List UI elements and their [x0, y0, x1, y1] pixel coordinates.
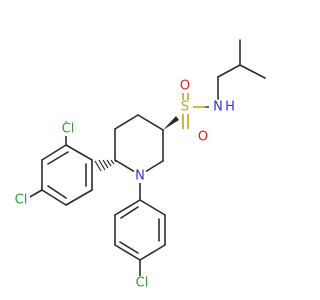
dichlorophenyl-ring — [41, 144, 93, 206]
atom-label-nh: N H — [211, 100, 237, 115]
atom-label-cl-left: Cl — [12, 193, 30, 208]
atom-label-cl-bottom: Cl — [132, 276, 150, 291]
atom-label-o-lower: O — [197, 130, 209, 145]
atom-label-o-upper: O — [179, 79, 191, 94]
atom-label-s: S — [179, 100, 191, 115]
molecule-diagram: Cl Cl Cl N S O O N H — [12, 39, 266, 291]
nh-n-text: N — [213, 100, 223, 115]
bond-c-cl-left — [27, 189, 43, 199]
n-ring-text: N — [135, 169, 145, 184]
cl-left-text: Cl — [15, 193, 28, 208]
nh-h-text: H — [225, 100, 235, 115]
cl-bottom-text: Cl — [136, 276, 149, 291]
cl-top-text: Cl — [62, 122, 75, 137]
o-lower-text: O — [198, 130, 208, 145]
piperidine-ring — [114, 114, 164, 176]
wedge-bond-c3-s — [163, 116, 179, 130]
chlorophenyl-ring — [114, 199, 166, 261]
isobutyl-chain — [217, 39, 266, 100]
atom-label-n-ring: N — [134, 169, 146, 184]
s-text: S — [181, 100, 189, 115]
hashed-wedge-c6-aryl — [94, 159, 117, 172]
o-upper-text: O — [180, 79, 190, 94]
atom-label-cl-top: Cl — [58, 122, 76, 137]
